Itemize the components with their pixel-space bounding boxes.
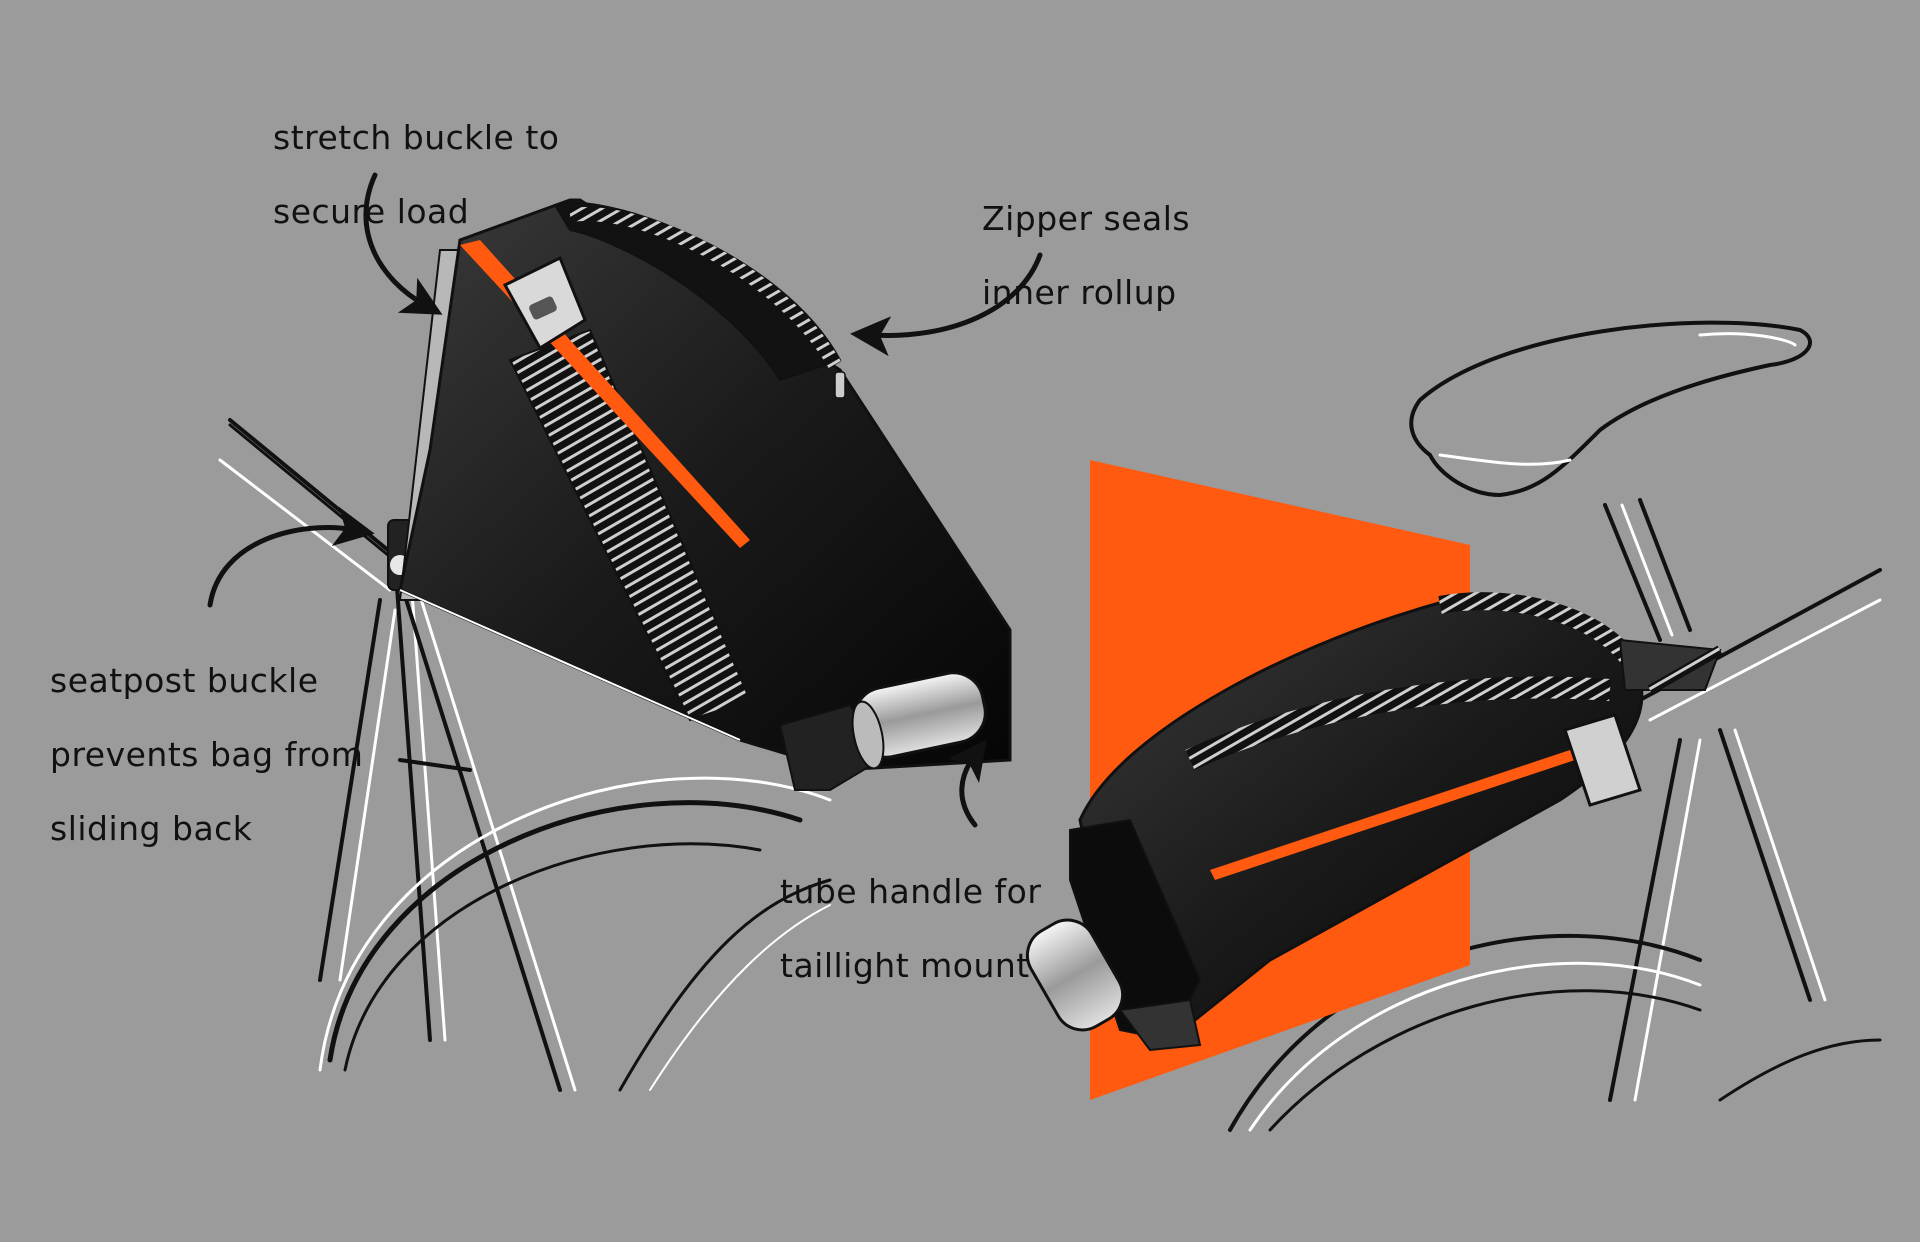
callout-seatpost: seatpost buckle prevents bag from slidin… bbox=[50, 625, 363, 884]
left-bike-wheel bbox=[318, 776, 832, 1092]
callout-tube-handle: tube handle for taillight mount bbox=[780, 836, 1041, 1021]
right-seatpost-clamp bbox=[1618, 638, 1723, 695]
left-saddle-bag bbox=[398, 198, 1012, 791]
right-saddle-bag bbox=[1025, 592, 1723, 1052]
right-stretch-buckle bbox=[1563, 713, 1642, 807]
callout-seatpost-line1: seatpost buckle bbox=[50, 661, 319, 700]
callout-stretch-buckle-line1: stretch buckle to bbox=[273, 118, 560, 157]
callout-arrows bbox=[207, 172, 1043, 828]
left-bike-frame bbox=[218, 418, 577, 1092]
arrow-tube-handle bbox=[947, 738, 987, 828]
arrow-stretch-buckle bbox=[363, 172, 443, 315]
arrow-zipper bbox=[850, 252, 1043, 357]
callout-tube-handle-line1: tube handle for bbox=[780, 872, 1042, 911]
callout-tube-handle-line2: taillight mount bbox=[780, 946, 1030, 985]
tube-handle-right bbox=[1025, 918, 1202, 1052]
zipper-pull bbox=[834, 371, 846, 399]
arrow-seatpost bbox=[207, 506, 375, 608]
tube-handle-left bbox=[778, 671, 987, 791]
callout-stretch-buckle-line2: secure load bbox=[273, 192, 470, 231]
stretch-buckle bbox=[502, 255, 587, 351]
callout-seatpost-line3: sliding back bbox=[50, 809, 253, 848]
callout-stretch-buckle: stretch buckle to secure load bbox=[273, 82, 559, 267]
right-bag-orange-stripe bbox=[1210, 740, 1605, 880]
callout-zipper-line2: inner rollup bbox=[982, 273, 1177, 312]
callout-zipper: Zipper seals inner rollup bbox=[982, 163, 1190, 348]
callout-seatpost-line2: prevents bag from bbox=[50, 735, 364, 774]
saddle bbox=[1409, 320, 1812, 498]
callout-zipper-line1: Zipper seals bbox=[982, 199, 1191, 238]
